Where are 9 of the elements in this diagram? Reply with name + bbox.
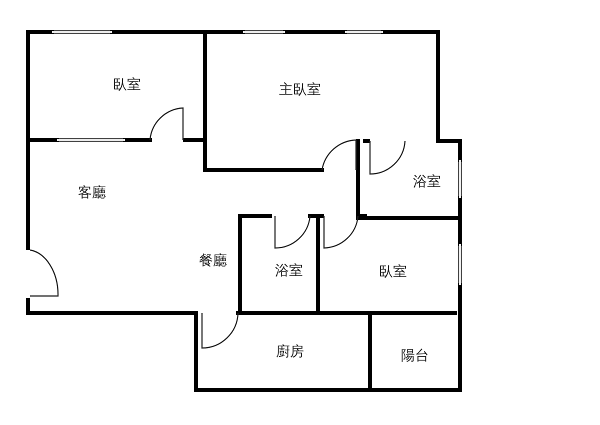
room-label: 浴室: [275, 262, 303, 280]
room-label: 廚房: [276, 343, 304, 361]
room-label: 臥室: [113, 76, 141, 94]
room-label: 陽台: [401, 347, 429, 365]
room-label: 餐廳: [199, 252, 227, 270]
room-label: 主臥室: [279, 81, 321, 99]
room-label: 客廳: [78, 184, 106, 202]
room-label: 浴室: [413, 173, 441, 191]
room-label: 臥室: [379, 263, 407, 281]
